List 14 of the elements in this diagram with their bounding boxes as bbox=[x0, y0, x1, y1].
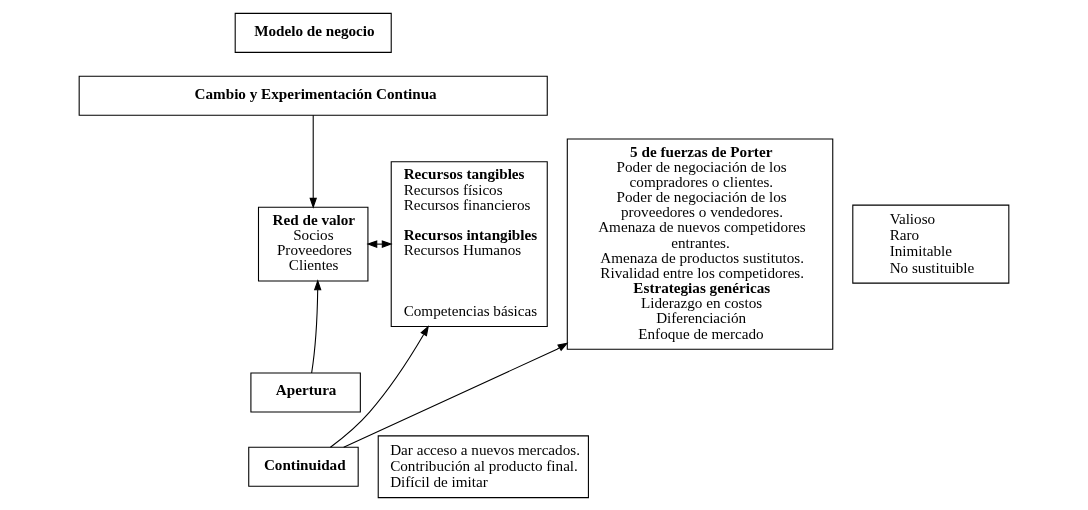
arrow bbox=[366, 239, 393, 248]
node-box: Modelo de negocio bbox=[234, 12, 392, 53]
arrow bbox=[329, 324, 429, 448]
node-box: Apertura bbox=[250, 372, 361, 413]
node-box: Red de valor Socios Proveedores Clientes bbox=[257, 206, 369, 281]
node-box: Valioso Raro Inimitable No sustituible bbox=[852, 204, 1010, 284]
node-box: Dar acceso a nuevos mercados. Contribución al producto final. Difícil de imitar bbox=[377, 434, 589, 498]
node-box: Cambio y Experimentación Continua bbox=[78, 75, 548, 116]
node-box: Recursos tangibles Recursos físicos Recursos financieros Recursos intangibles Recursos Humanos Competencias básicas bbox=[390, 160, 548, 327]
node-box: Continuidad bbox=[248, 446, 359, 487]
arrow bbox=[343, 341, 569, 448]
node-box: 5 de fuerzas de Porter Poder de negociación de los compradores o clientes. Poder de negociación de los proveedores o vendedores. Amenaza de nuevos competidores entrantes. Amenaza de productos sustitutos. Rivalidad entre los competidores. Estrategias genéricas Liderazgo en costos Diferenciación Enfoque de mercado bbox=[566, 138, 834, 350]
arrow bbox=[311, 278, 322, 374]
arrow bbox=[309, 114, 317, 209]
